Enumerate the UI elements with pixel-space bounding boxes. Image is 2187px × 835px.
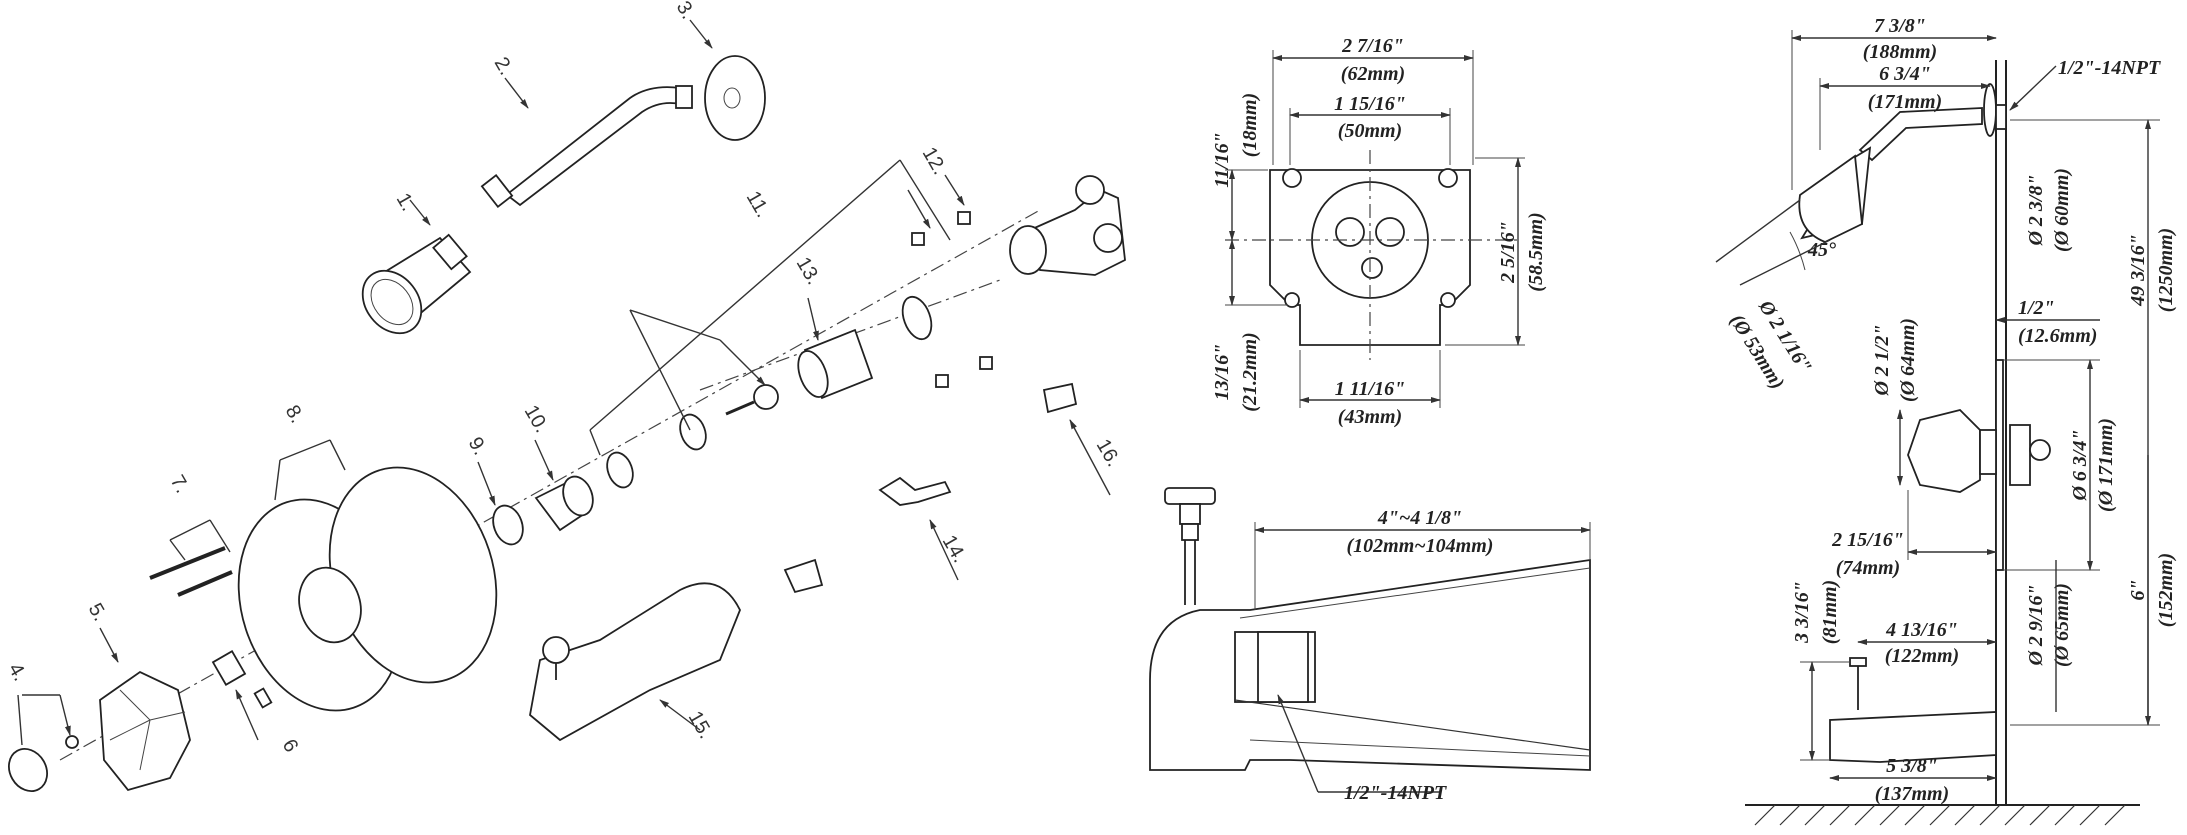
- side-plate-dia: Ø 6 3/4": [2069, 429, 2091, 501]
- side-plate-thickness-mm: (12.6mm): [2018, 325, 2097, 347]
- side-spout-height: 3 3/16": [1791, 581, 1813, 644]
- vb-height-bottom-mm: (21.2mm): [1239, 332, 1261, 411]
- part-5-handle: [99, 670, 191, 792]
- exploded-view: 1. 2. 3. 4. 5. 6 7. 8. 9. 10. 11. 12. 13…: [4, 0, 1126, 792]
- side-spout-length: 5 3/8": [1886, 755, 1938, 777]
- side-handle-dia-mm: (Ø 64mm): [1897, 318, 1919, 402]
- part-1-shower-head: [361, 233, 472, 335]
- part-label-8: 8.: [281, 402, 308, 427]
- vb-width-bottom-mm: (43mm): [1338, 406, 1402, 428]
- part-15-tub-spout: [529, 582, 741, 742]
- part-10-sleeve: [534, 475, 594, 532]
- part-label-12: 12.: [918, 144, 951, 179]
- side-head-dia-mm: (Ø 60mm): [2051, 168, 2073, 252]
- part-label-10: 10.: [520, 402, 553, 437]
- part-4-cap: [8, 735, 79, 792]
- part-14-wrench: [878, 476, 952, 506]
- side-valve-to-spout-mm: (152mm): [2155, 553, 2177, 627]
- side-plate-thickness: 1/2": [2018, 297, 2055, 319]
- part-2-shower-arm: [480, 85, 693, 209]
- vb-height-right-mm: (58.5mm): [1525, 212, 1547, 291]
- side-handle-dia: Ø 2 1/2": [1871, 324, 1893, 396]
- spout-thread: 1/2"-14NPT: [1344, 782, 1447, 804]
- part-label-6: 6: [278, 736, 303, 757]
- part-11-cartridge: [606, 384, 779, 489]
- spout-length: 4"~4 1/8": [1377, 507, 1462, 529]
- vb-height-right: 2 5/16": [1497, 221, 1519, 284]
- part-label-1: 1.: [392, 190, 419, 215]
- part-label-13: 13.: [792, 254, 825, 289]
- vb-height-top-mm: (18mm): [1239, 93, 1261, 157]
- vb-width-inner: 1 15/16": [1334, 93, 1406, 115]
- side-arm-reach-mm: (188mm): [1863, 41, 1937, 63]
- part-label-16: 16.: [1092, 436, 1125, 471]
- side-spout-reach-mm: (122mm): [1885, 645, 1959, 667]
- part-16-fitting: [1042, 382, 1078, 414]
- valve-body-view: 2 7/16" (62mm) 1 15/16" (50mm) 11/16" (1…: [1211, 35, 1547, 428]
- vb-width-outer: 2 7/16": [1341, 35, 1404, 57]
- side-angle: 45°: [1807, 239, 1836, 261]
- part-9-ring: [492, 504, 524, 546]
- side-plate-dia-mm: (Ø 171mm): [2095, 418, 2117, 512]
- side-spout-dia-mm: (Ø 65mm): [2051, 583, 2073, 667]
- side-arm-reach-inner-mm: (171mm): [1868, 91, 1942, 113]
- part-label-3: 3.: [672, 0, 699, 23]
- part-label-4: 4.: [4, 660, 31, 685]
- side-head-dia: Ø 2 3/8": [2025, 174, 2047, 246]
- side-spout-length-mm: (137mm): [1875, 783, 1949, 805]
- leader-lines: [17, 19, 1111, 746]
- vb-width-bottom: 1 11/16": [1335, 378, 1406, 400]
- part-label-14: 14.: [938, 532, 971, 567]
- valve-body: [1009, 175, 1126, 276]
- vb-width-inner-mm: (50mm): [1338, 120, 1402, 142]
- part-label-15: 15.: [684, 708, 717, 743]
- part-3-flange: [704, 55, 766, 141]
- vb-height-bottom: 13/16": [1211, 344, 1233, 401]
- side-handle-reach: 2 15/16": [1831, 529, 1904, 551]
- side-thread: 1/2"-14NPT: [2058, 57, 2161, 79]
- vb-height-top: 11/16": [1211, 132, 1233, 188]
- side-elevation-view: 7 3/8" (188mm) 6 3/4" (171mm) 1/2"-14NPT…: [1715, 15, 2177, 826]
- side-valve-to-spout: 6": [2127, 579, 2149, 600]
- part-6-adapter: [211, 650, 273, 709]
- tub-spout-section-view: 4"~4 1/8" (102mm~104mm) 1/2"-14NPT: [1149, 487, 1591, 804]
- clip: [783, 558, 824, 594]
- part-13-cylinder: [797, 295, 933, 400]
- side-arm-reach: 7 3/8": [1874, 15, 1926, 37]
- part-7-screws: [149, 546, 233, 597]
- side-handle-reach-mm: (74mm): [1836, 557, 1900, 579]
- part-label-11: 11.: [742, 188, 774, 222]
- part-8-escutcheon: [237, 466, 498, 712]
- part-12-set-screws: [911, 211, 993, 388]
- part-label-9: 9.: [464, 434, 491, 459]
- part-label-5: 5.: [84, 600, 111, 625]
- side-arm-reach-inner: 6 3/4": [1879, 63, 1931, 85]
- side-spout-height-mm: (81mm): [1819, 580, 1841, 644]
- side-total-height: 49 3/16": [2127, 234, 2149, 307]
- side-spout-reach: 4 13/16": [1885, 619, 1958, 641]
- spout-length-mm: (102mm~104mm): [1347, 535, 1494, 557]
- part-label-7: 7.: [166, 472, 193, 497]
- vb-width-outer-mm: (62mm): [1341, 63, 1405, 85]
- side-total-height-mm: (1250mm): [2155, 228, 2177, 312]
- side-spout-dia: Ø 2 9/16": [2025, 584, 2047, 666]
- part-label-2: 2.: [490, 54, 517, 79]
